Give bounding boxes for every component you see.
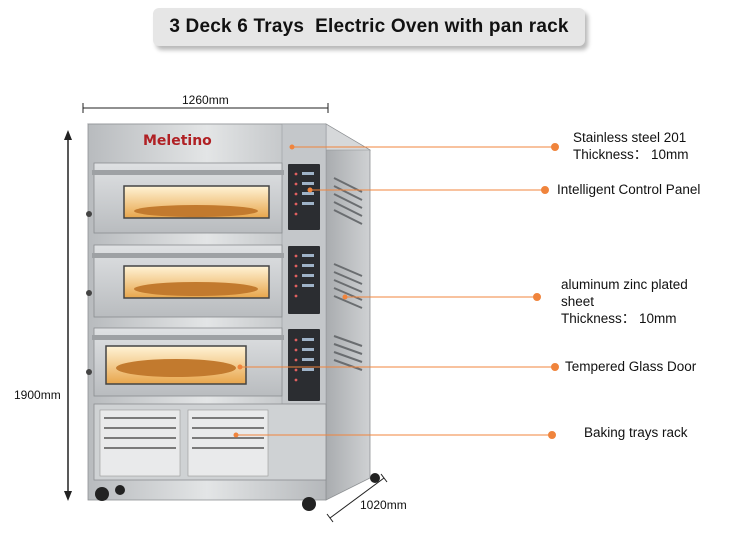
callout-steel: Stainless steel 201 Thickness： 10mm bbox=[573, 129, 689, 163]
page-title: 3 Deck 6 Trays Electric Oven with pan ra… bbox=[169, 16, 569, 37]
callout-zinc-sheet-line1: aluminum zinc plated bbox=[561, 277, 688, 292]
callout-zinc-sheet: aluminum zinc plated sheet Thickness： 10… bbox=[561, 276, 688, 327]
tray-rack bbox=[93, 403, 327, 481]
callout-leader-steel bbox=[289, 143, 559, 151]
depth-dimension-line bbox=[326, 473, 388, 523]
callout-glass-door: Tempered Glass Door bbox=[565, 358, 696, 375]
callout-leader-tray-rack bbox=[233, 431, 556, 439]
callout-steel-line2: Thickness： 10mm bbox=[573, 147, 689, 162]
title-banner: 3 Deck 6 Trays Electric Oven with pan ra… bbox=[153, 8, 585, 46]
wheels bbox=[95, 473, 380, 511]
callout-control-panel: Intelligent Control Panel bbox=[557, 181, 700, 198]
brand-logo: Meletino bbox=[143, 133, 212, 149]
callout-leader-glass-door bbox=[237, 363, 559, 371]
callout-leader-control-panel bbox=[307, 186, 549, 194]
height-label: 1900mm bbox=[14, 388, 61, 402]
deck-3 bbox=[86, 327, 284, 397]
deck-2 bbox=[86, 244, 284, 318]
callout-glass-door-line1: Tempered Glass Door bbox=[565, 359, 697, 374]
callout-zinc-sheet-line3: Thickness： 10mm bbox=[561, 311, 677, 326]
callout-steel-line1: Stainless steel 201 bbox=[573, 130, 687, 145]
depth-label: 1020mm bbox=[360, 498, 407, 512]
callout-zinc-sheet-line2: sheet bbox=[561, 294, 595, 309]
width-dimension-line bbox=[82, 103, 329, 113]
deck-1 bbox=[86, 162, 284, 234]
callout-leader-zinc-sheet bbox=[342, 293, 541, 301]
callout-tray-rack-line1: Baking trays rack bbox=[584, 425, 688, 440]
control-panel-3 bbox=[288, 329, 320, 401]
width-label: 1260mm bbox=[182, 93, 229, 107]
height-dimension-line bbox=[64, 130, 72, 501]
callout-control-panel-line1: Intelligent Control Panel bbox=[557, 182, 701, 197]
callout-tray-rack: Baking trays rack bbox=[584, 424, 688, 441]
